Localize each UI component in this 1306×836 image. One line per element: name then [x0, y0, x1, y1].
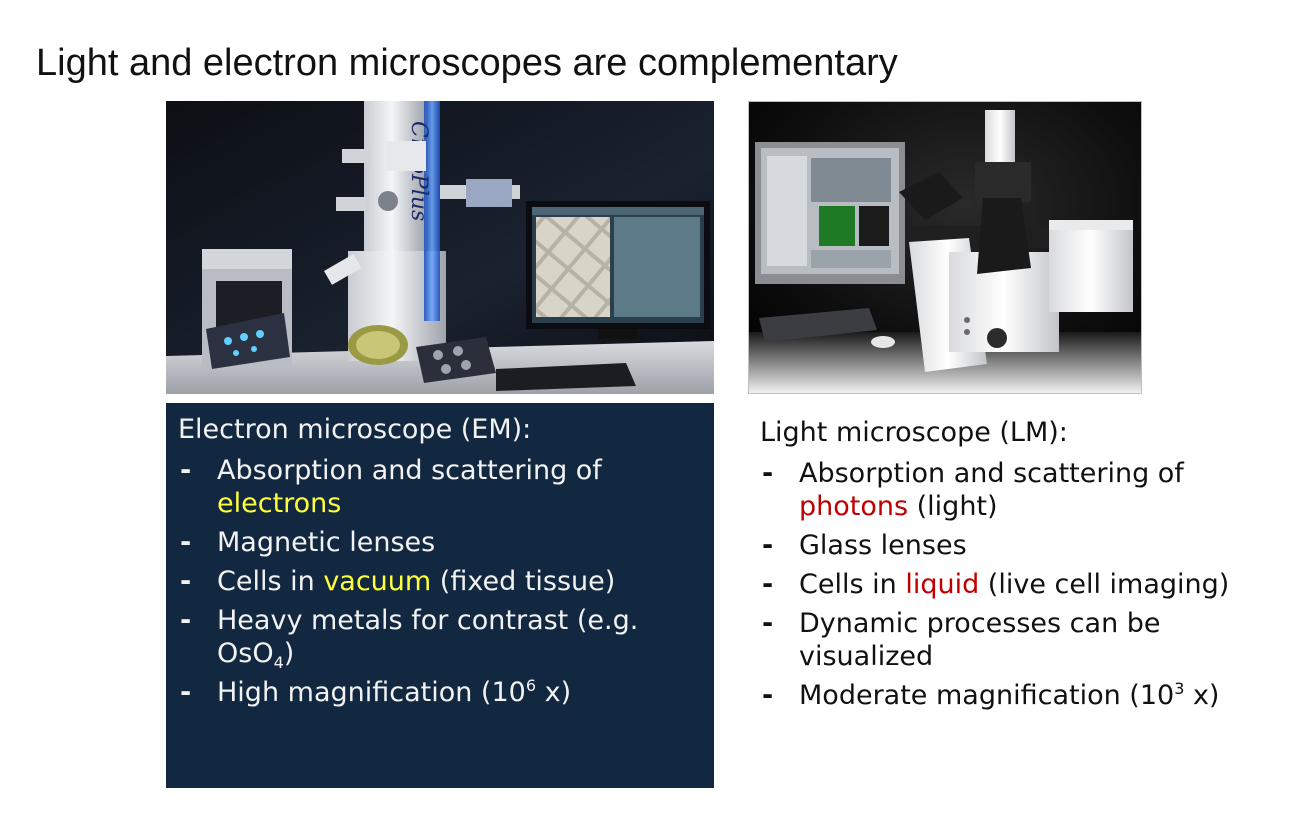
em-point-text-post: (fixed tissue)	[431, 566, 616, 597]
lm-point-lenses: - Glass lenses	[760, 529, 1300, 562]
lm-point-cells: - Cells in liquid (live cell imaging)	[760, 568, 1300, 601]
lm-highlight-photons: photons	[799, 491, 909, 522]
lm-superscript: 3	[1174, 679, 1185, 698]
bullet-dash: -	[762, 569, 774, 600]
em-heading: Electron microscope (EM):	[178, 414, 532, 445]
em-point-cells: - Cells in vacuum (fixed tissue)	[178, 565, 714, 598]
em-point-magnification: - High magnification (106 x)	[178, 676, 714, 709]
lm-info-panel: Light microscope (LM): - Absorption and …	[760, 416, 1300, 718]
bullet-dash: -	[180, 677, 192, 708]
em-point-text: Absorption and scattering of	[217, 455, 602, 486]
em-point-text-post: x)	[536, 677, 572, 708]
lm-point-text: Dynamic processes can be visualized	[799, 608, 1161, 672]
em-point-absorption: - Absorption and scattering of electrons	[178, 454, 714, 520]
light-microscope-photo	[748, 101, 1142, 394]
lm-point-text: Cells in	[799, 569, 906, 600]
em-point-lenses: - Magnetic lenses	[178, 526, 714, 559]
bullet-dash: -	[762, 608, 774, 639]
bullet-dash: -	[762, 530, 774, 561]
svg-text:CryoPlus: CryoPlus	[406, 121, 431, 221]
bullet-dash: -	[180, 527, 192, 558]
em-highlight-vacuum: vacuum	[323, 566, 432, 597]
bullet-dash: -	[180, 566, 192, 597]
bullet-dash: -	[180, 605, 192, 636]
lm-highlight-liquid: liquid	[905, 569, 980, 600]
lm-point-magnification: - Moderate magnification (103 x)	[760, 679, 1300, 712]
em-highlight-electrons: electrons	[217, 488, 342, 519]
em-subscript: 4	[273, 653, 284, 672]
lm-point-dynamic: - Dynamic processes can be visualized	[760, 607, 1300, 673]
lm-points-list: - Absorption and scattering of photons (…	[760, 457, 1300, 712]
lm-point-text: Moderate magnification (10	[799, 680, 1175, 711]
em-points-list: - Absorption and scattering of electrons…	[178, 454, 714, 709]
em-point-contrast: - Heavy metals for contrast (e.g. OsO4)	[178, 604, 714, 672]
em-info-panel: Electron microscope (EM): - Absorption a…	[166, 403, 714, 788]
lm-point-text: Glass lenses	[799, 530, 967, 561]
em-superscript: 6	[525, 676, 537, 695]
lm-point-absorption: - Absorption and scattering of photons (…	[760, 457, 1300, 523]
lm-point-text-post: x)	[1184, 680, 1220, 711]
em-point-text: Cells in	[217, 566, 324, 597]
em-point-text: High magnification (10	[217, 677, 526, 708]
em-point-text-post: )	[283, 638, 295, 669]
em-point-text: Magnetic lenses	[217, 527, 436, 558]
lm-point-text: Absorption and scattering of	[799, 458, 1184, 489]
lm-point-text-post: (light)	[908, 491, 998, 522]
bullet-dash: -	[762, 680, 774, 711]
bullet-dash: -	[762, 458, 774, 489]
lm-point-text-post: (live cell imaging)	[979, 569, 1230, 600]
em-point-text: Heavy metals for contrast (e.g. OsO	[217, 605, 639, 669]
electron-microscope-photo: CryoPlus	[166, 101, 714, 394]
bullet-dash: -	[180, 455, 192, 486]
slide-title: Light and electron microscopes are compl…	[36, 42, 898, 84]
lm-heading: Light microscope (LM):	[760, 417, 1068, 448]
